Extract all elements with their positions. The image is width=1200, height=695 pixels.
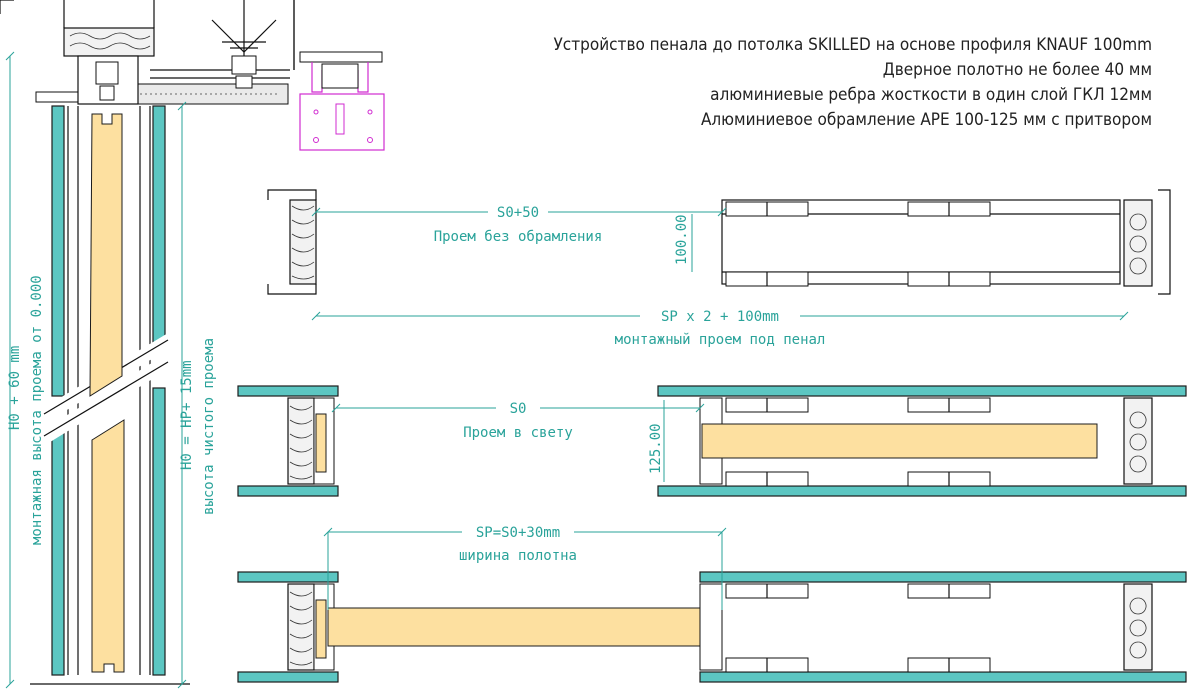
door-leaf-closed <box>701 423 1098 459</box>
label-100: 100.00 <box>674 214 690 265</box>
plan-rough-opening <box>267 189 1171 295</box>
label-h0-eq: H0 = HP+ 15mm <box>179 360 195 470</box>
title-line-1: Устройство пенала до потолка SKILLED на … <box>553 35 1152 55</box>
left-stud-1 <box>289 199 317 285</box>
plan-1-dimensions: S0+50 Проем без обрамления 100.00 SP x 2… <box>311 205 1129 348</box>
label-s0: S0 <box>510 401 527 417</box>
plan-3-dimensions: SP=S0+30mm ширина полотна <box>323 525 727 610</box>
label-sp-eq: SP=S0+30mm <box>476 525 560 541</box>
label-clear-opening: Проем в свету <box>463 425 573 441</box>
title-line-2: Дверное полотно не более 40 мм <box>883 60 1152 80</box>
ceiling-beam <box>63 27 155 57</box>
label-mount-height: монтажная высота проема от 0.000 <box>29 275 45 545</box>
label-h0-plus-60: H0 + 60 mm <box>7 346 23 430</box>
label-s0-plus-50: S0+50 <box>497 205 539 221</box>
gkl-left-lower <box>51 429 65 676</box>
gkl-right-lower <box>152 387 166 676</box>
title-block: Устройство пенала до потолка SKILLED на … <box>553 35 1152 130</box>
ceiling-hanger-detail <box>211 0 385 151</box>
vertical-dimensions: H0 + 60 mm монтажная высота проема от 0.… <box>5 51 217 689</box>
label-mount-opening: монтажный проем под пенал <box>615 332 826 348</box>
label-125: 125.00 <box>648 423 664 474</box>
plan-door-open <box>237 571 1187 683</box>
title-line-4: Алюминиевое обрамление APE 100-125 мм с … <box>701 110 1152 130</box>
plan-clear-opening <box>237 385 1187 497</box>
door-leaf-upper <box>89 113 123 397</box>
door-leaf-lower <box>91 419 125 673</box>
label-clear-height: высота чистого проема <box>201 338 217 515</box>
gkl-right-upper <box>152 105 166 347</box>
vertical-section <box>0 0 290 685</box>
label-opening-no-frame: Проем без обрамления <box>434 229 603 245</box>
title-line-3: алюминиевые ребра жосткости в один слой … <box>710 85 1152 105</box>
gkl-left-upper <box>51 105 65 397</box>
plan-2-dimensions: S0 Проем в свету 125.00 <box>331 400 705 482</box>
door-leaf-open <box>327 607 723 647</box>
label-sp-x2: SP x 2 + 100mm <box>661 309 779 325</box>
label-leaf-width: ширина полотна <box>459 548 577 564</box>
